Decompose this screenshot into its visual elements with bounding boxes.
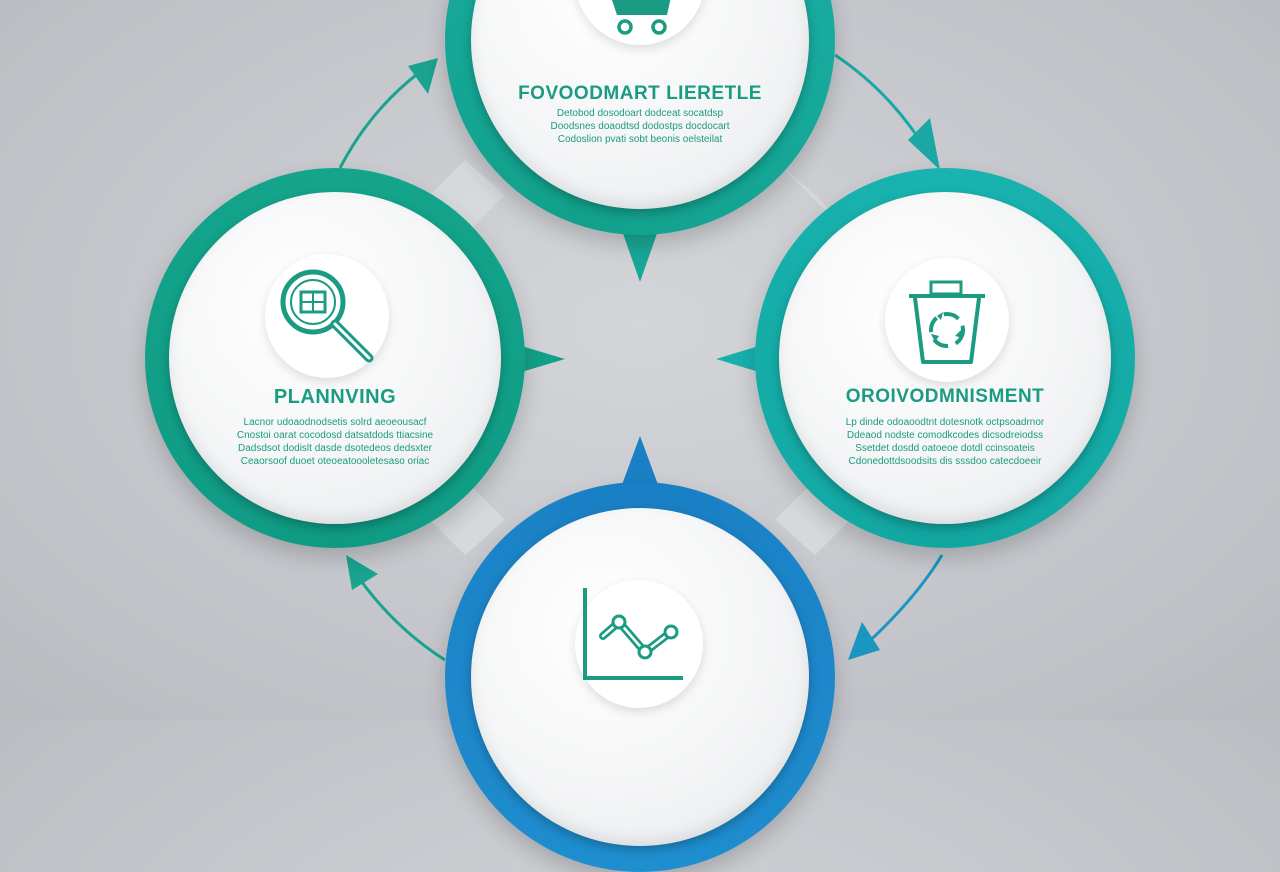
node-top-line-3: Codoslion pvati sobt beonis oelsteilat [557, 134, 723, 145]
icon-badge-left [265, 254, 389, 378]
magnifier-icon [280, 269, 374, 363]
node-right-line-1: Lp dinde odoaoodtnt dotesnotk octpsoadrn… [845, 417, 1045, 428]
node-bottom [445, 482, 835, 872]
ring-pointers [508, 225, 772, 490]
node-top-line-1: Detobod dosodoart dodceat socatdsp [556, 108, 724, 119]
arrow-bottom-to-left [350, 567, 446, 662]
node-right-title: OROIVODMNISMENT [845, 386, 1045, 407]
node-top-title: FOVOODMART LIERETLE [518, 83, 762, 104]
node-left-line-2: Cnostoi oarat cocodosd datsatdods ttiacs… [236, 430, 434, 441]
arrowhead-left-to-top [408, 58, 438, 94]
node-top-body: Detobod dosodoart dodceat socatdsp Doods… [445, 107, 835, 146]
node-right: OROIVODMNISMENT Lp dinde odoaoodtnt dote… [755, 168, 1135, 548]
recycle-bin-icon [909, 280, 985, 364]
line-chart-icon [583, 588, 683, 680]
node-left-line-3: Dadsdsot dodislt dasde dsotedeos dedsxte… [237, 443, 432, 454]
node-left-title: PLANNVING [273, 386, 397, 408]
node-left: PLANNVING Lacnor udoaodnodsetis solrd ae… [145, 168, 525, 548]
arrow-left-to-top [338, 70, 421, 169]
icon-badge-top [575, 0, 705, 45]
icon-badge-right [885, 258, 1009, 382]
shopping-cart-icon [612, 0, 671, 35]
arrowhead-top-to-right [908, 118, 940, 170]
node-top-line-2: Doodsnes doaodtsd dodostps docdocart [550, 121, 730, 132]
arrow-right-to-bottom [860, 554, 944, 650]
node-left-line-4: Ceaorsoof duoet oteoeatoooletesaso oriac [240, 456, 430, 467]
node-right-body: Lp dinde odoaoodtnt dotesnotk octpsoadrn… [755, 416, 1135, 468]
node-right-line-2: Ddeaod nodste comodkcodes dicsodreiodss [846, 430, 1044, 441]
icon-badge-bottom [575, 580, 703, 708]
arrowhead-bottom-to-left [346, 555, 378, 590]
arrowheads [346, 58, 940, 660]
diagram-canvas: FOVOODMART LIERETLE Detobod dosodoart do… [145, 0, 1135, 872]
node-top: FOVOODMART LIERETLE Detobod dosodoart do… [445, 0, 835, 235]
arrowhead-right-to-bottom [848, 622, 880, 660]
pointer-top [620, 225, 660, 282]
node-left-body: Lacnor udoaodnodsetis solrd aeoeousacf C… [145, 416, 525, 468]
node-left-line-1: Lacnor udoaodnodsetis solrd aeoeousacf [243, 417, 427, 428]
node-right-line-4: Cdonedottdsoodsits dis sssdoo catecdoeei… [848, 456, 1042, 467]
node-right-line-3: Ssetdet dosdd oatoeoe dotdl ccinsoateis [855, 443, 1035, 454]
pointer-bottom [620, 436, 660, 490]
